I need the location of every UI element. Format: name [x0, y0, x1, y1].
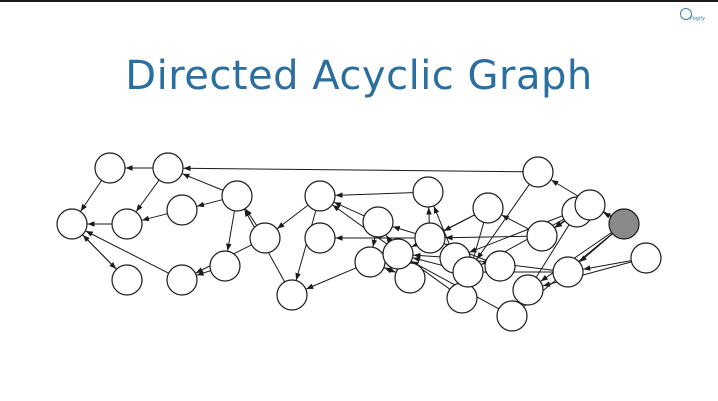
edge-n12-n10 [276, 204, 309, 229]
graph-node [472, 192, 504, 224]
graph-node [552, 256, 584, 288]
graph-node [512, 274, 544, 306]
edge-n22-n18 [445, 234, 528, 241]
graph-node [382, 238, 414, 270]
edge-n10-n9 [245, 208, 258, 226]
edge-n27-n22 [554, 220, 565, 228]
edge-n9-n7 [196, 199, 223, 208]
edges-layer [80, 165, 632, 310]
graph-node [526, 220, 558, 252]
graph-node [496, 300, 528, 332]
edge-n14-n15 [383, 267, 396, 273]
edge-n22-n20 [501, 214, 529, 230]
edge-n31-n30 [603, 212, 612, 219]
edge-n12-n11 [295, 210, 317, 281]
edge-n31-n28 [579, 233, 613, 263]
graph-node [354, 246, 386, 278]
edge-n9-n5 [182, 173, 224, 191]
edge-n7-n3 [141, 213, 168, 222]
brand-name: Fogify [690, 16, 705, 22]
edge-n16-n12 [333, 201, 365, 217]
edge-n17-n12 [335, 192, 414, 198]
graph-node [56, 208, 88, 240]
graph-node [249, 222, 281, 254]
graph-node [630, 242, 662, 274]
graph-node [362, 206, 394, 238]
graph-node [414, 222, 446, 254]
graph-node [412, 176, 444, 208]
edge-n14-n11 [306, 267, 357, 290]
graph-node [304, 222, 336, 254]
graph-node [484, 250, 516, 282]
edge-n1-n4 [82, 234, 117, 270]
graph-node [304, 180, 336, 212]
graph-node [276, 279, 308, 311]
brand-logo: Fogify [680, 6, 710, 26]
graph-node [446, 282, 478, 314]
edge-n33-n28 [583, 260, 632, 271]
graph-node [166, 264, 198, 296]
graph-node [574, 189, 606, 221]
nodes-layer [56, 152, 662, 332]
edge-n16-n14 [371, 236, 378, 247]
graph-node [166, 194, 198, 226]
logo-ring-icon [680, 8, 692, 20]
edge-n8-n6 [196, 270, 211, 276]
edge-n9-n8 [226, 210, 235, 251]
graph-node [452, 256, 484, 288]
top-rule [0, 0, 718, 2]
graph-node [94, 152, 126, 184]
edge-n29-n5 [183, 165, 524, 173]
graph-node [209, 250, 241, 282]
graph-node [522, 156, 554, 188]
graph-node [152, 152, 184, 184]
edge-n29-n26 [476, 184, 530, 260]
graph-node [221, 180, 253, 212]
edge-n18-n16 [392, 225, 416, 235]
edge-n2-n1 [80, 180, 103, 212]
graph-node [111, 264, 143, 296]
edge-n24-n23 [413, 252, 441, 259]
graph-node-highlighted [608, 208, 640, 240]
edge-n18-n17 [426, 207, 432, 224]
edge-n5-n3 [135, 179, 160, 212]
edge-n6-n1 [85, 230, 169, 274]
graph-node [111, 208, 143, 240]
page-title: Directed Acyclic Graph [125, 52, 593, 99]
